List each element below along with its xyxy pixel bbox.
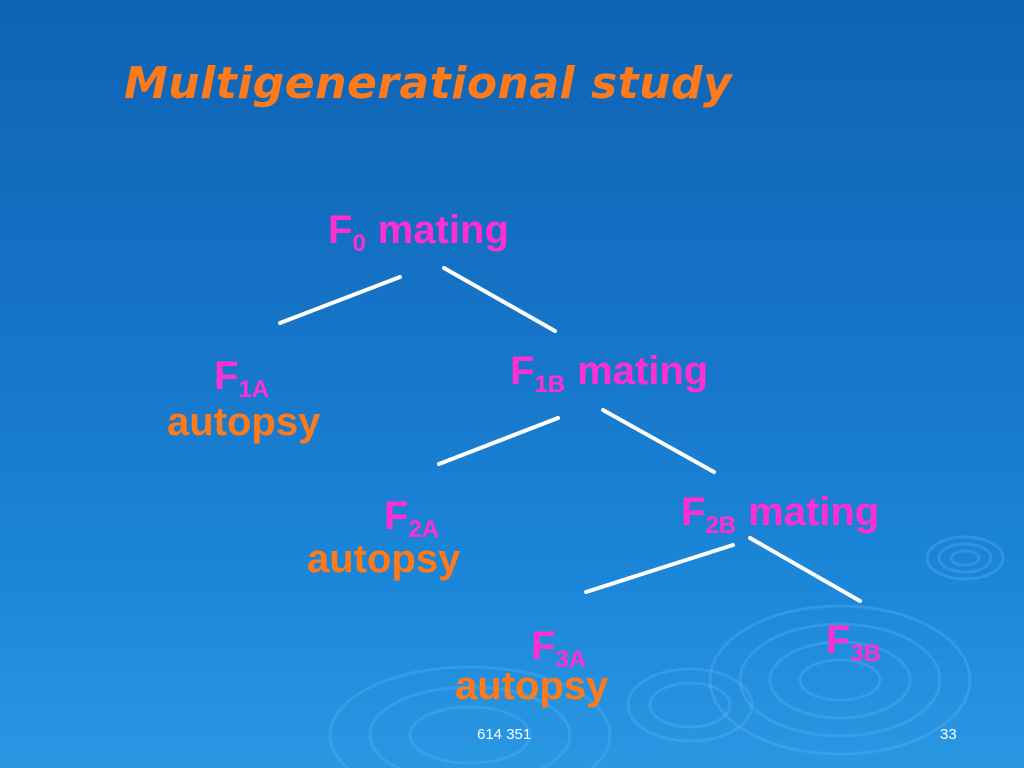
node-f2b-label: mating: [748, 490, 880, 534]
node-f3a-subscript: 3A: [555, 646, 587, 673]
node-f2b: F2B mating: [681, 490, 879, 548]
connector-f1b-f2a: [437, 416, 560, 466]
node-f3b: F3B: [826, 618, 881, 676]
node-f3b-subscript: 3B: [850, 640, 882, 667]
node-f3a-label: autopsy: [455, 664, 609, 708]
node-f3a-letter: F: [531, 624, 556, 668]
node-f0-letter: F: [328, 208, 353, 252]
node-f3b-letter: F: [826, 618, 851, 662]
node-f1a-subscript: 1A: [238, 376, 270, 403]
node-f2a-subscript: 2A: [408, 516, 440, 543]
node-f1b-subscript: 1B: [534, 371, 566, 398]
node-f2b-subscript: 2B: [705, 512, 737, 539]
node-f2a-label: autopsy: [307, 537, 461, 581]
node-f1b-letter: F: [510, 349, 535, 393]
slide-number: 33: [940, 726, 957, 743]
node-f2a-letter: F: [384, 494, 409, 538]
node-f1b-label: mating: [577, 349, 709, 393]
connector-f2b-f3a: [584, 543, 735, 594]
connector-f2b-f3b: [748, 536, 862, 603]
node-f1a-label: autopsy: [167, 400, 321, 444]
node-f1a-id: F1A: [214, 354, 269, 412]
connector-f0-f1a: [278, 275, 402, 325]
node-f1b: F1B mating: [510, 349, 708, 407]
node-f3a-id: F3A: [531, 624, 586, 682]
footer-course-code: 614 351: [477, 726, 532, 743]
node-f0-subscript: 0: [352, 230, 366, 257]
node-f0-label: mating: [377, 208, 509, 252]
node-f2a-id: F2A: [384, 494, 439, 552]
node-f1a-letter: F: [214, 354, 239, 398]
connector-f0-f1b: [442, 266, 557, 333]
connector-f1b-f2b: [601, 408, 716, 474]
slide-title: Multigenerational study: [124, 58, 733, 109]
node-f0: F0 mating: [328, 208, 509, 266]
node-f2b-letter: F: [681, 490, 706, 534]
